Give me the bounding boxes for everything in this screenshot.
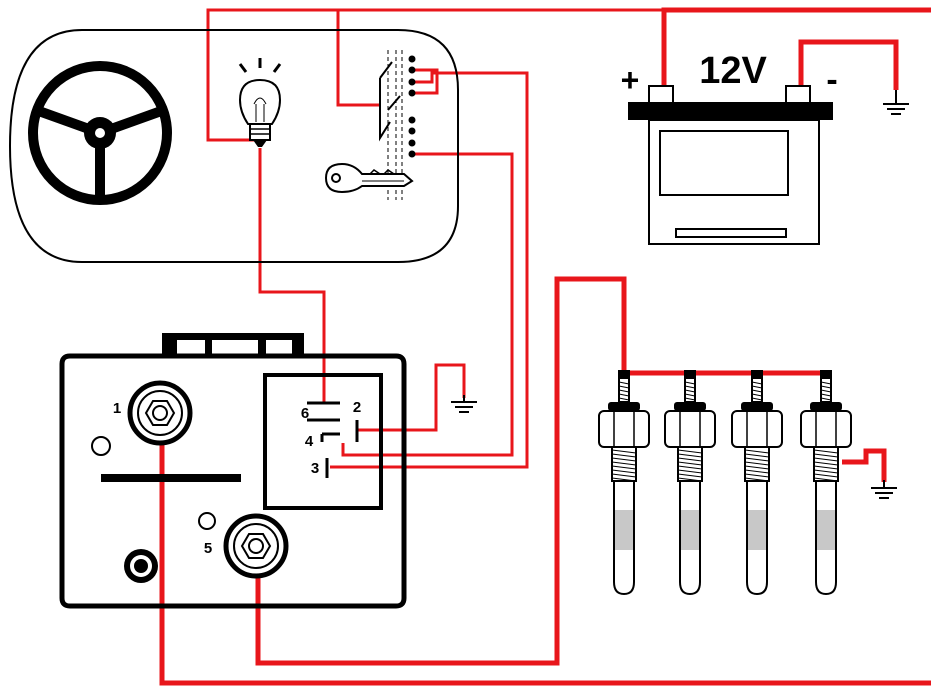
wire-switch-to-relay-3 [330,71,529,469]
glow-plug-4 [800,370,852,596]
terminal-5-stud [223,513,289,579]
wire-relay-2-to-ground [356,363,466,432]
relay-contacts [307,401,359,478]
terminal-5-label: 5 [204,540,212,557]
battery-case [648,119,820,245]
glow-plug-1 [598,370,650,596]
wire-battery-positive [661,7,931,86]
warning-lamp-icon [238,58,282,147]
battery: 12V + - [621,50,838,245]
relay-terminal-6-label: 6 [301,405,309,422]
indicator-hole-top [91,436,111,456]
battery-voltage-label: 12V [699,50,767,92]
dashboard-panel [8,29,459,263]
wire-switch-jumper [413,68,439,95]
wire-plug-ground [842,448,887,482]
wire-start-to-relay-4 [341,152,514,457]
battery-lid [628,102,833,120]
wire-terminal-1-to-battery [159,414,931,686]
dashboard-outline [8,29,459,263]
battery-positive-label: + [621,62,640,98]
ground-relay-icon [451,395,477,413]
ground-battery-icon [883,90,909,115]
controller-body [59,353,407,609]
relay-terminal-3-label: 3 [311,460,319,477]
ignition-key-icon [324,162,414,194]
relay-box [263,373,383,510]
relay-terminal-2-label: 2 [353,399,361,416]
glow-plug-3 [731,370,783,596]
wire-lamp-to-relay-6 [258,148,326,402]
indicator-hole-bottom [198,512,216,530]
ground-plug-icon [871,480,897,499]
glow-plug-2 [664,370,716,596]
controller-bar [101,474,241,482]
battery-negative-label: - [826,61,837,99]
wire-terminal-5-to-plugs [255,276,627,666]
wire-battery-negative [798,39,899,90]
relay-terminal-4-label: 4 [305,433,314,450]
glow-controller: 1 5 6 2 4 3 [59,333,407,609]
steering-wheel-icon [28,61,172,205]
ignition-switch [379,50,416,200]
glow-plugs [598,370,852,596]
terminal-1-stud [127,380,193,446]
wire-lamp-to-top-bus [206,8,931,142]
wire-switch-feed [336,10,380,107]
terminal-1-label: 1 [113,400,121,417]
wires [159,7,931,686]
